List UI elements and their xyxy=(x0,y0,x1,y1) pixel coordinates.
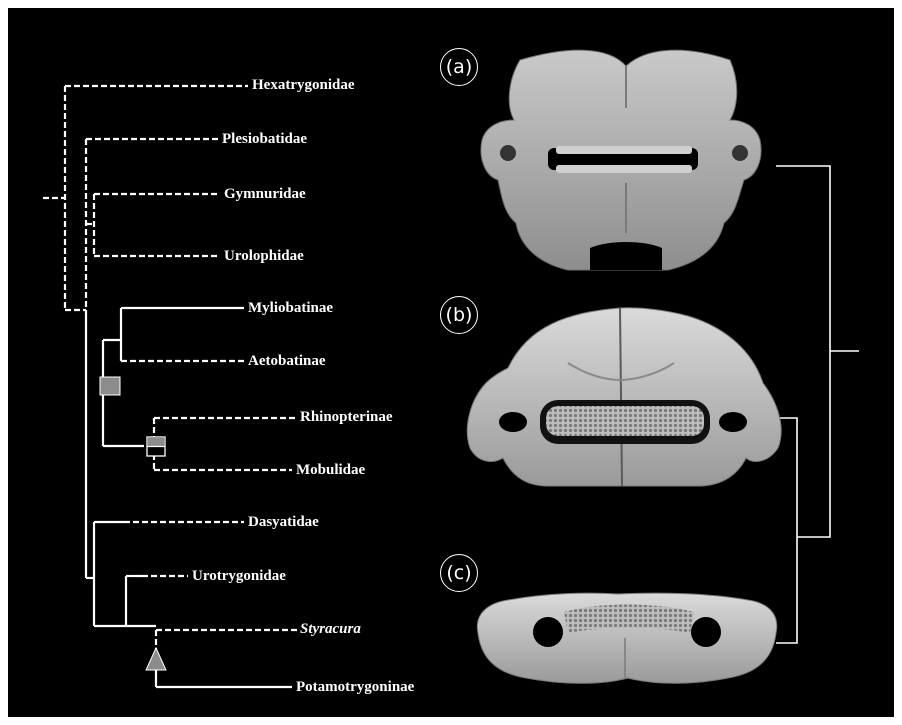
taxon-label-hexatrygonidae: Hexatrygonidae xyxy=(252,76,355,94)
jaw-image-c xyxy=(477,593,776,683)
taxon-label-styracura: Styracura xyxy=(300,620,361,638)
jaw-image-b xyxy=(467,308,781,486)
panel-label-b: (b) xyxy=(440,296,478,334)
panel-label-a: (a) xyxy=(440,48,478,86)
split-square-marker xyxy=(147,437,165,456)
taxon-label-urolophidae: Urolophidae xyxy=(224,247,304,265)
taxon-label-dasyatidae: Dasyatidae xyxy=(248,513,319,531)
triangle-marker xyxy=(146,648,166,670)
panel-label-c: (c) xyxy=(440,554,478,592)
jaw-bracket-tree xyxy=(776,166,859,643)
taxon-label-plesiobatidae: Plesiobatidae xyxy=(222,130,307,148)
durophagy-square-marker xyxy=(100,377,120,395)
jaw-image-a xyxy=(481,50,761,270)
taxon-label-myliobatinae: Myliobatinae xyxy=(248,299,333,317)
taxon-label-aetobatinae: Aetobatinae xyxy=(248,352,326,370)
taxon-label-mobulidae: Mobulidae xyxy=(296,461,365,479)
taxon-label-rhinopterinae: Rhinopterinae xyxy=(300,408,393,426)
figure-panel: Hexatrygonidae Plesiobatidae Gymnuridae … xyxy=(8,8,894,717)
taxon-label-gymnuridae: Gymnuridae xyxy=(224,185,306,203)
phylogeny-and-jaws xyxy=(8,8,894,717)
taxon-label-urotrygonidae: Urotrygonidae xyxy=(192,567,286,585)
taxon-label-potamotrygoninae: Potamotrygoninae xyxy=(296,678,414,696)
